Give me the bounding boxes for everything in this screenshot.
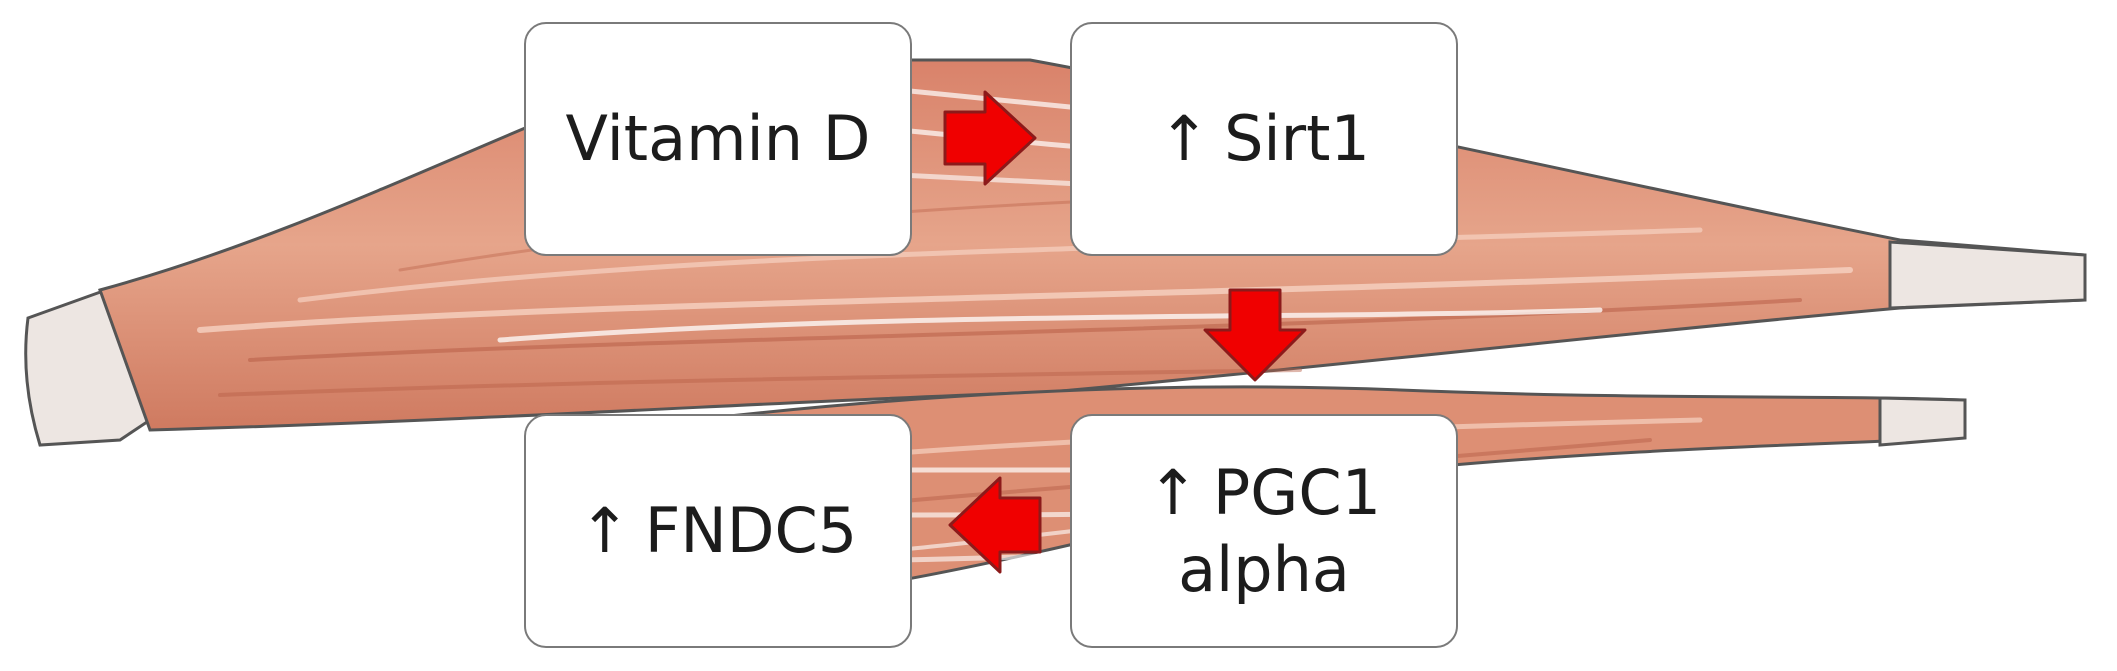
up-arrow-icon: ↑ bbox=[578, 494, 631, 568]
node-label-line1: PGC1 bbox=[1212, 455, 1382, 529]
node-label: Vitamin D bbox=[565, 102, 871, 176]
arrow-right-icon bbox=[943, 90, 1037, 186]
up-arrow-icon: ↑ bbox=[1146, 455, 1199, 529]
node-label: Sirt1 bbox=[1224, 102, 1370, 176]
node-fndc5: ↑ FNDC5 bbox=[524, 414, 912, 648]
up-arrow-icon: ↑ bbox=[1158, 102, 1211, 176]
right-tendon-lower bbox=[1878, 396, 1967, 447]
node-sirt1: ↑ Sirt1 bbox=[1070, 22, 1458, 256]
node-vitamin-d: Vitamin D bbox=[524, 22, 912, 256]
arrow-down-icon bbox=[1203, 288, 1307, 382]
node-label-line2: alpha bbox=[1178, 533, 1350, 606]
node-pgc1-alpha: ↑PGC1 alpha bbox=[1070, 414, 1458, 648]
arrow-left-icon bbox=[948, 476, 1042, 574]
right-tendon-upper bbox=[1888, 240, 2087, 310]
flow-arrows bbox=[943, 90, 1307, 574]
node-label: FNDC5 bbox=[644, 494, 858, 568]
